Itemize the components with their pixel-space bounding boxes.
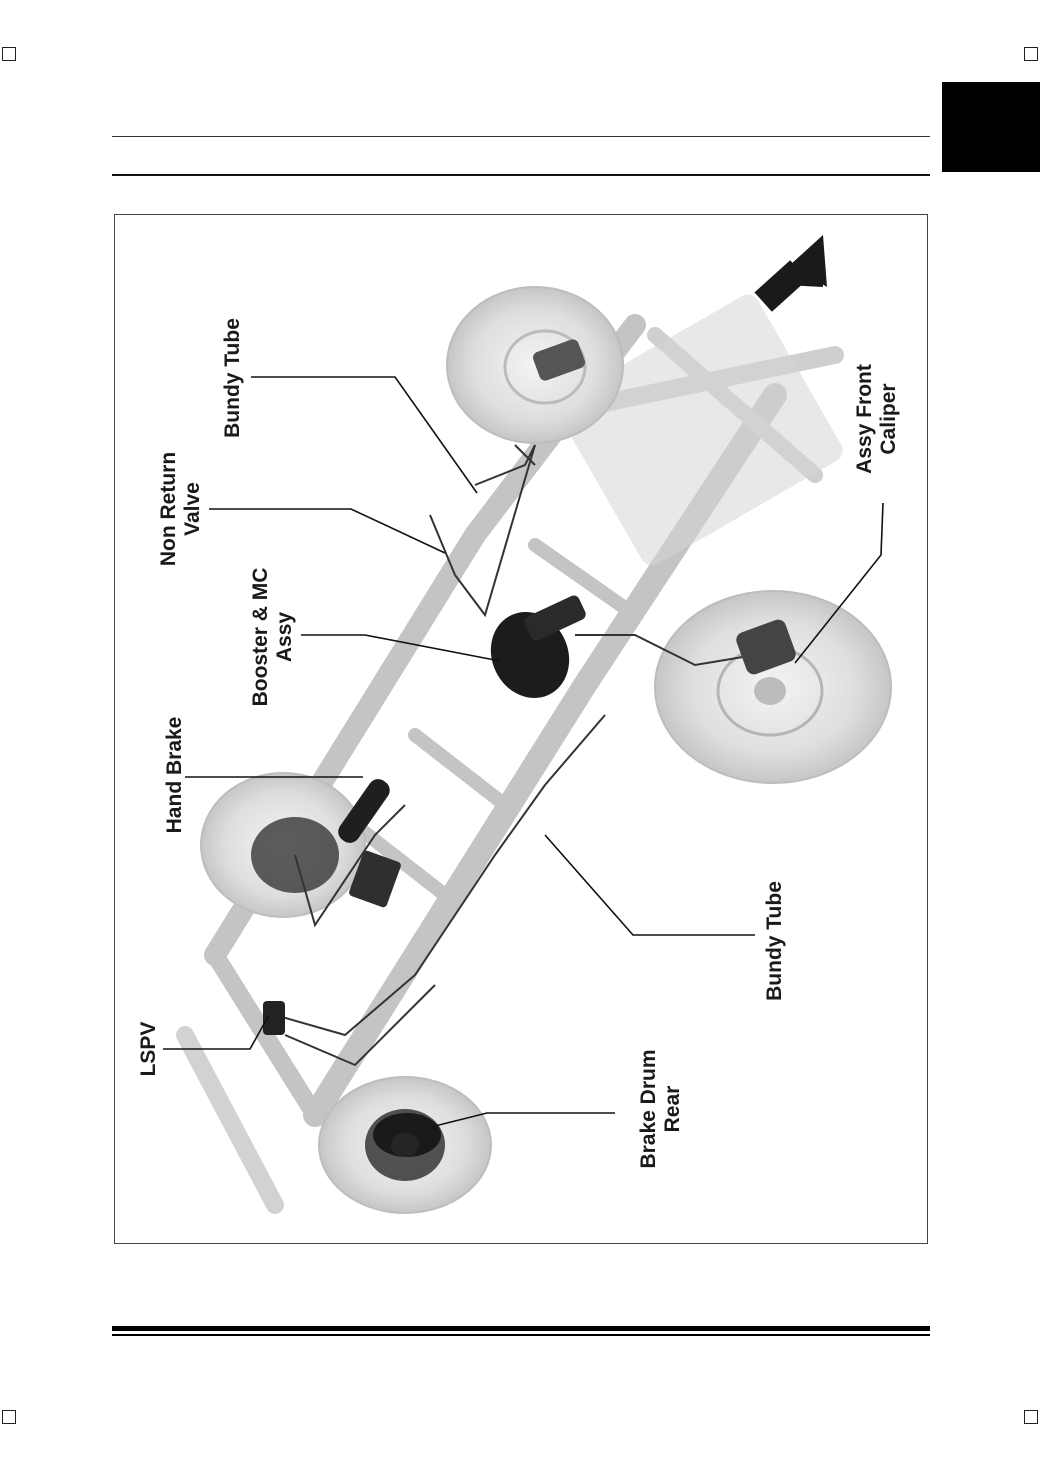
chassis-illustration	[163, 235, 892, 1214]
crop-mark-bottom-right	[1024, 1410, 1038, 1424]
front-left-caliper-component	[533, 339, 585, 381]
label-brake-drum-rear: Brake Drum Rear	[637, 1049, 685, 1168]
label-bundy-tube-top: Bundy Tube	[221, 318, 244, 438]
brake-lines	[274, 444, 756, 1067]
label-assy-front-caliper: Assy Front Caliper	[853, 364, 901, 474]
label-hand-brake: Hand Brake	[163, 716, 186, 834]
label-bundy-tube-bottom: Bundy Tube	[763, 881, 786, 1001]
label-brake-drum-line2: Rear	[661, 1085, 684, 1133]
brake-system-figure: Bundy Tube Non Return Valve Booster & MC…	[114, 214, 928, 1244]
footer-rule-thick	[112, 1326, 930, 1331]
chapter-tab	[942, 82, 1040, 172]
label-booster-mc-line1: Booster & MC	[249, 567, 272, 707]
label-booster-mc-line2: Assy	[273, 611, 296, 663]
label-non-return-valve-line1: Non Return	[157, 451, 180, 567]
label-lspv: LSPV	[137, 1021, 160, 1077]
booster-mc-component	[490, 595, 586, 698]
label-non-return-valve-line2: Valve	[181, 482, 204, 536]
label-booster-mc-assy: Booster & MC Assy	[249, 568, 297, 707]
wheel-front-left	[446, 286, 624, 444]
wheel-front-right	[654, 590, 892, 784]
front-subframe	[557, 294, 843, 566]
arrow-up-right-icon	[754, 235, 827, 312]
label-non-return-valve: Non Return Valve	[157, 452, 205, 566]
hand-brake-lever	[338, 779, 390, 843]
header-rule-bottom	[112, 174, 930, 176]
crop-mark-top-right	[1024, 47, 1038, 61]
label-front-caliper-line2: Caliper	[877, 383, 900, 455]
footer-rule-thin	[112, 1334, 930, 1336]
hand-brake-bracket	[349, 850, 401, 908]
front-caliper-component	[736, 619, 796, 675]
rear-drum-component	[373, 1113, 441, 1157]
header-rule-top	[112, 136, 930, 137]
leader-lines	[163, 376, 884, 1128]
wheel-rear-left	[200, 772, 366, 918]
crop-mark-bottom-left	[2, 1410, 16, 1424]
lspv-component	[263, 1001, 285, 1035]
label-brake-drum-line1: Brake Drum	[637, 1049, 660, 1169]
crop-mark-top-left	[2, 47, 16, 61]
label-front-caliper-line1: Assy Front	[853, 364, 876, 474]
